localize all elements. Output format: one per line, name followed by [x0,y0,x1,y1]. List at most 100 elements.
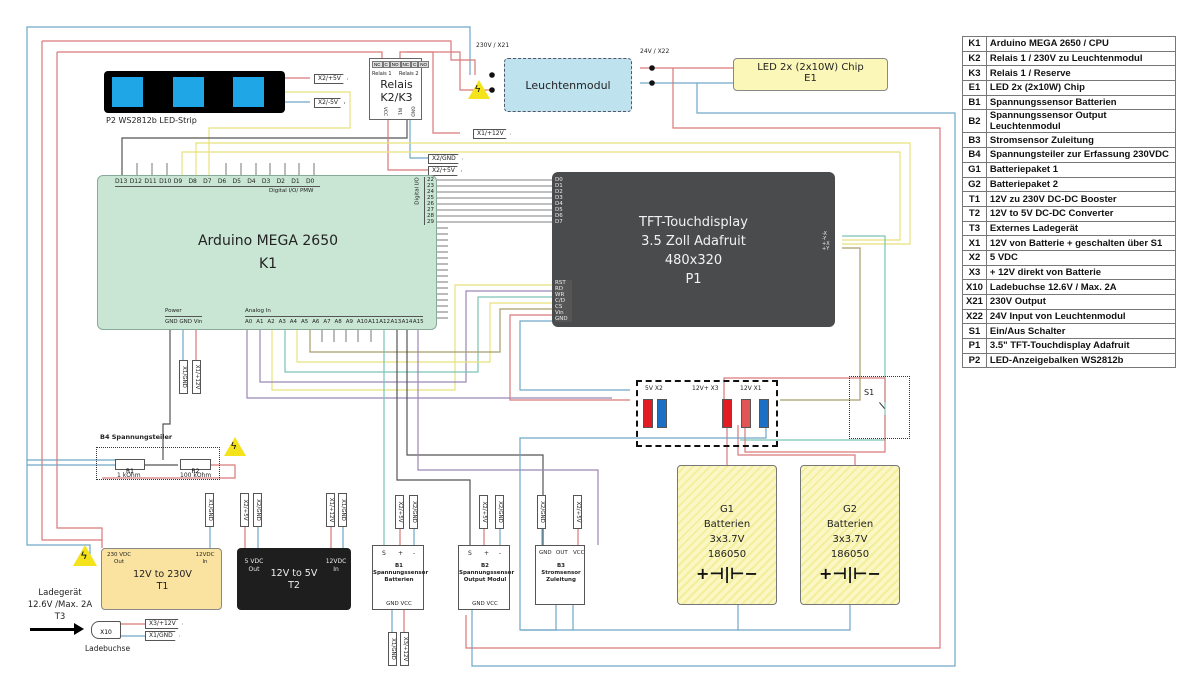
digital-pin: D9 [173,178,183,185]
legend-code: S1 [962,323,987,340]
tag-x1-gnd: X1/GND [338,493,347,527]
analog-pins: A0 A1 A2 A3 A4 A5 A6 A7 A8 A9 A10 A11 A1… [245,319,424,325]
legend-code: P2 [962,352,987,369]
relais-pin-in1: IN1 [396,107,402,116]
relais-title: Relais [380,78,413,91]
digital-pin: D6 [217,178,227,185]
high-voltage-warning-icon: ϟ [468,80,490,99]
resistor-r1: R1 [115,459,145,475]
legend-description: Externes Ladegerät [985,220,1176,237]
g2-line1: Batterien [826,519,874,530]
legend-code: B4 [962,147,987,163]
legend-description: Batteriepaket 1 [985,161,1176,178]
tft-line1: TFT-Touchdisplay [639,215,748,230]
tft-pin: D5 [555,207,563,213]
r1-value: 1 kOhm [117,472,141,479]
legend-code: G1 [962,161,987,178]
legend-code: X10 [962,279,987,295]
arduino-mega-k1: D13 D12 D11 D10 D9 D8 D7 D6 D5 D4 D3 D2 … [97,175,437,330]
tft-pin: C/D [555,298,565,304]
digital-pin-underline [115,186,320,187]
legend-description: Stromsensor Zuleitung [985,132,1176,149]
g2-line3: 186050 [830,549,870,560]
relais-pin: NC [372,61,383,68]
digital-pin: D7 [203,178,212,185]
tag-x2-gnd: X2/GND [495,495,504,529]
battery-symbol-icon: +⊣|⊢− [696,564,758,583]
charger-line2: 12.6V /Max. 2A [27,600,93,610]
analog-pin: A3 [278,319,286,325]
analog-pin: A8 [334,319,342,325]
b2-pin-s: S [468,550,472,557]
analog-pin: A0 [245,319,253,325]
b1-line1: Spannungssensor [373,570,429,576]
tft-pin: D0 [555,177,563,183]
legend-description: Spannungsteiler zur Erfassung 230VDC [985,147,1176,163]
analog-pin: A4 [289,319,298,325]
jack-x10: X10 [91,621,121,639]
tag-x1-gnd: X1/GND [388,632,397,666]
tag-x2-plus5v: X2/+5V [240,493,249,527]
b1-line2: Batterien [384,577,414,583]
charger-line1: Ladegerät [38,588,82,598]
legend-description: 5 VDC [985,249,1176,266]
switch-s1[interactable]: S1 [849,376,910,439]
legend-description: LED 2x (2x10W) Chip [985,80,1176,96]
terminal-x1-plus [741,399,751,428]
tft-pin: RD [555,286,564,292]
tft-pin: RST [555,280,566,286]
tft-touchdisplay-p1: D0 D1 D2 D3 D4 D5 D6 D7 RST RD WR C/D CS… [552,172,835,327]
arrow-head-icon [74,623,84,635]
digital-io-pmw-label: Digital I/O/ PMW [269,188,314,194]
x22-label: 24V / X22 [640,48,670,55]
b1-ref: B1 [394,563,404,569]
relais-pin: NO [418,61,429,68]
t2-in2: In [333,566,339,573]
analog-pin: A6 [312,319,320,325]
b2-pin-plus: + [484,550,490,557]
relais-2-label: Relais 2 [399,71,419,77]
wire-red-outer [42,40,476,75]
t2-title: 12V to 5V [270,568,318,579]
t1-in: 12VDC [195,552,215,558]
digital-pin: D13 [115,178,128,185]
io-pin: 23 [427,183,434,189]
digital-pin: D12 [129,178,142,185]
connector-x2-label: 5V X2 [645,385,663,392]
relais-pin-vcc: VCC [382,106,388,117]
terminal-x3-plus [722,399,732,428]
legend-code: X21 [962,294,987,310]
tag-x1-gnd: X1/GND [205,493,214,527]
analog-pin: A5 [300,319,309,325]
led-segment [112,77,143,107]
digital-pin: D4 [247,178,256,185]
tft-pin: CS [555,304,563,310]
t2-in: 12VDC [325,558,347,565]
tag-x1-gnd: X1/GND [145,631,180,641]
tft-pin: D7 [555,219,563,225]
high-voltage-warning-icon: ϟ [73,545,97,566]
power-pins: GND GND Vin [165,319,203,325]
legend-description: 24V Input von Leuchtenmodul [985,308,1176,325]
b1-bottom-pins: GND VCC [386,601,412,607]
led-segment [233,77,264,107]
analog-label: Analog In [245,308,271,314]
b2-ref: B2 [480,563,490,569]
analog-pin: A1 [256,319,264,325]
digital-pin: D1 [291,178,300,185]
tag-x2-minus5v: X2/-5V [314,98,345,108]
converter-t2: 5 VDC Out 12VDC In 12V to 5V T2 [237,548,351,610]
legend-description: Spannungssensor Batterien [985,94,1176,111]
